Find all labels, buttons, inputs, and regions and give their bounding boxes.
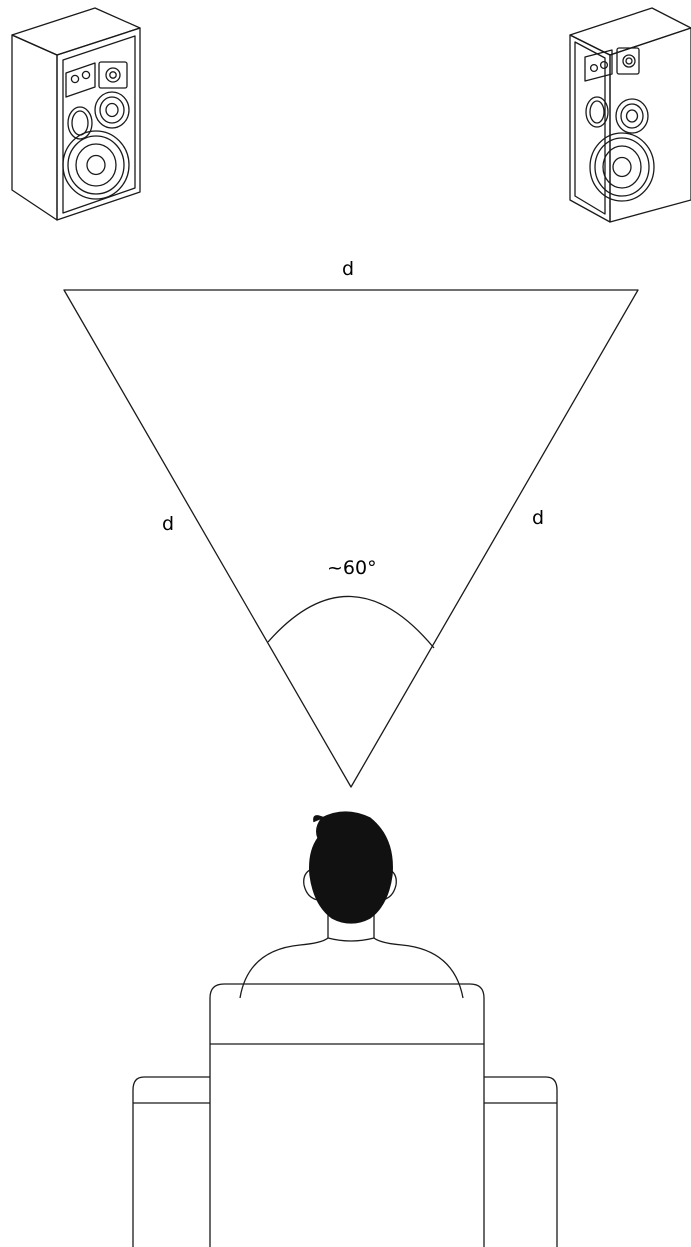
left-side-label: d <box>162 513 174 535</box>
armchair <box>133 984 557 1247</box>
listener <box>240 812 463 998</box>
angle-label: ~60° <box>327 557 377 579</box>
angle-arc <box>268 596 434 648</box>
right-speaker <box>570 8 691 222</box>
listening-triangle <box>64 290 638 787</box>
left-speaker <box>12 8 140 220</box>
top-side-label: d <box>342 258 354 280</box>
right-side-label: d <box>532 507 544 529</box>
